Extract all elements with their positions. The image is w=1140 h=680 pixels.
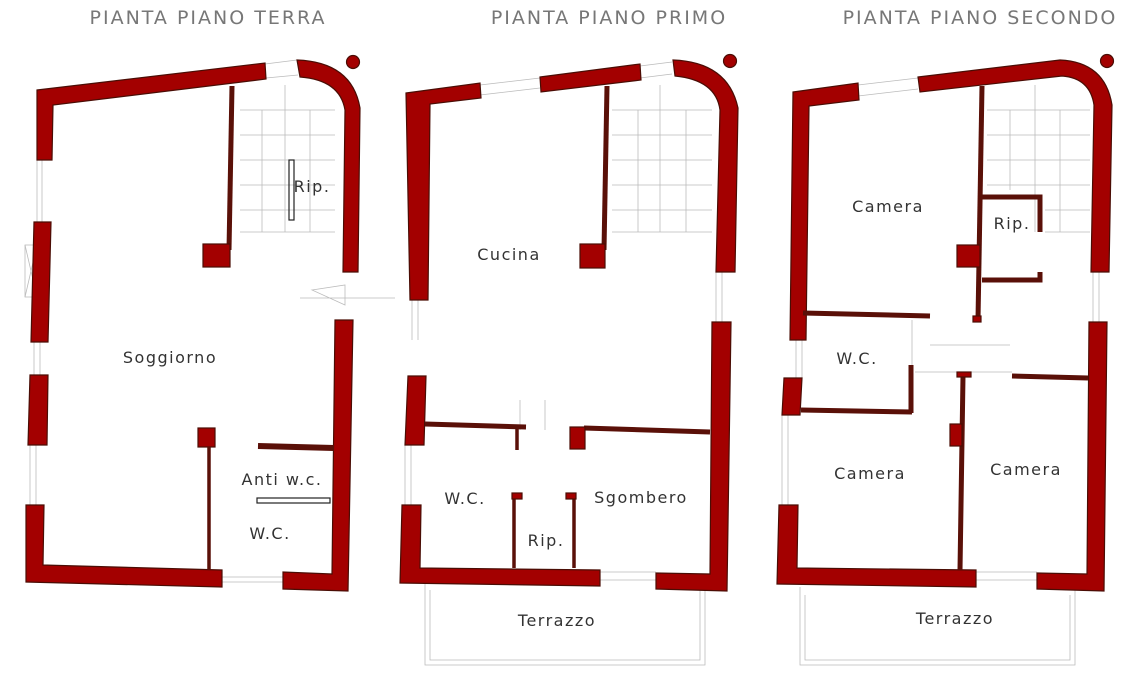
column <box>345 54 361 70</box>
interior-wall <box>512 428 576 568</box>
wall <box>672 59 739 273</box>
interior-wall <box>226 85 235 251</box>
wall <box>565 492 577 500</box>
wall <box>27 374 49 446</box>
column <box>722 53 738 69</box>
interior-wall <box>982 194 1043 283</box>
wall <box>949 423 963 447</box>
interior-wall <box>975 85 985 321</box>
wall <box>25 504 223 588</box>
wall <box>776 504 977 588</box>
interior-wall <box>957 373 1089 571</box>
wall <box>405 82 482 301</box>
room-label: Rip. <box>294 177 331 196</box>
room-label: Terrazzo <box>915 609 994 628</box>
wall <box>197 427 216 448</box>
wall <box>404 375 427 446</box>
room-label: Terrazzo <box>517 611 596 630</box>
wall <box>789 82 860 341</box>
plan-title: PIANTA PIANO PRIMO <box>491 7 727 29</box>
stairs <box>29 59 395 583</box>
room-label: Rip. <box>528 531 565 550</box>
room-label: Sgombero <box>594 488 688 507</box>
plan-first-floor: PIANTA PIANO PRIMO Cucina W.C. Rip. Sgom… <box>399 7 739 666</box>
wall <box>956 371 972 378</box>
wall <box>1036 321 1108 592</box>
interior-wall <box>424 421 711 435</box>
partition <box>288 159 295 221</box>
wall <box>296 59 361 273</box>
room-label: Soggiorno <box>123 348 217 367</box>
wall <box>399 504 601 587</box>
wall <box>956 244 981 268</box>
wall <box>202 243 231 268</box>
wall <box>569 426 586 450</box>
plan-title: PIANTA PIANO SECONDO <box>843 7 1118 29</box>
column <box>1099 53 1115 69</box>
room-label: Cucina <box>477 245 541 264</box>
room-label: Rip. <box>994 214 1031 233</box>
partition <box>256 497 331 504</box>
interior-wall <box>800 310 931 415</box>
wall <box>917 59 1113 273</box>
wall <box>36 62 267 161</box>
plan-title: PIANTA PIANO TERRA <box>90 7 327 29</box>
interior-wall <box>257 443 335 451</box>
room-label: Camera <box>990 460 1062 479</box>
room-label: W.C. <box>836 349 877 368</box>
plan-ground-floor: PIANTA PIANO TERRA Rip. Soggiorno Anti w… <box>24 7 395 592</box>
wall <box>781 377 803 416</box>
wall <box>972 315 982 323</box>
wall <box>511 492 523 500</box>
wall <box>579 243 606 269</box>
room-label: Camera <box>834 464 906 483</box>
wall <box>282 319 354 592</box>
wall <box>30 221 52 343</box>
room-label: W.C. <box>444 489 485 508</box>
room-label: Camera <box>852 197 924 216</box>
wall <box>655 321 732 592</box>
stairs <box>781 77 1100 666</box>
stairs <box>404 61 723 666</box>
wall <box>539 63 642 93</box>
plan-second-floor: PIANTA PIANO SECONDO Camera Rip. W.C. Ca… <box>776 7 1118 666</box>
room-label: W.C. <box>249 524 290 543</box>
interior-wall <box>601 85 610 251</box>
room-label: Anti w.c. <box>242 470 323 489</box>
